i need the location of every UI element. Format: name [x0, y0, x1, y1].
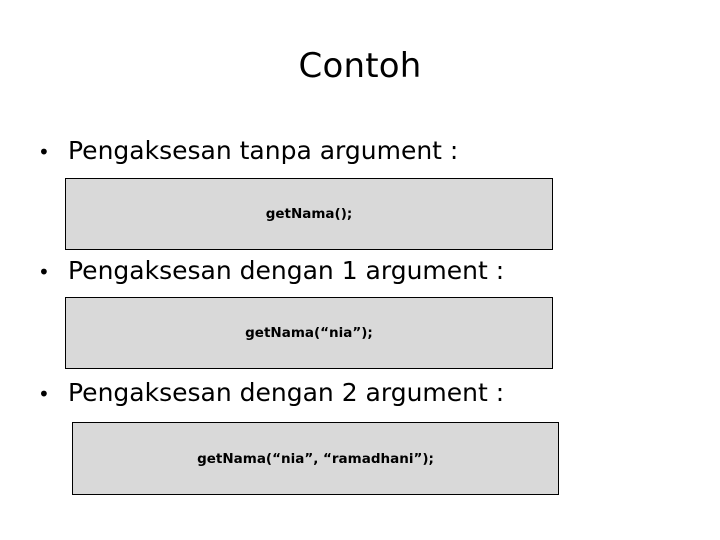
bullet-item-3: • Pengaksesan dengan 2 argument : [38, 378, 638, 409]
code-snippet-2: getNama(“nia”); [245, 325, 373, 341]
code-box-3: getNama(“nia”, “ramadhani”); [72, 422, 559, 495]
bullet-item-1: • Pengaksesan tanpa argument : [38, 136, 638, 167]
bullet-point-icon: • [38, 140, 50, 164]
code-snippet-1: getNama(); [265, 206, 353, 222]
bullet-point-icon: • [38, 382, 50, 406]
bullet-item-3-label: Pengaksesan dengan 2 argument : [68, 378, 505, 407]
bullet-item-1-label: Pengaksesan tanpa argument : [68, 136, 459, 165]
bullet-point-icon: • [38, 260, 50, 284]
page-title: Contoh [298, 46, 422, 86]
code-snippet-3: getNama(“nia”, “ramadhani”); [197, 450, 434, 467]
code-box-1: getNama(); [65, 178, 553, 250]
bullet-item-2-label: Pengaksesan dengan 1 argument : [68, 256, 505, 285]
bullet-item-2: • Pengaksesan dengan 1 argument : [38, 256, 638, 287]
code-box-2: getNama(“nia”); [65, 297, 553, 369]
